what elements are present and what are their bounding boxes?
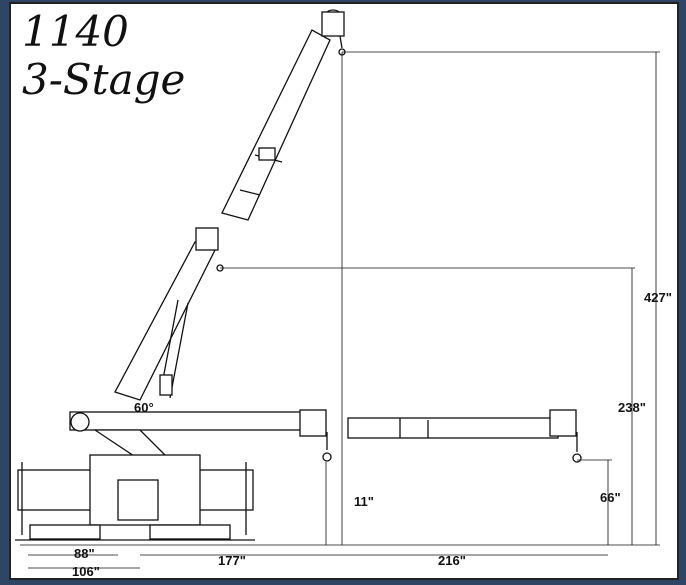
label-boom-angle: 60° [134, 400, 154, 415]
upper-boom [221, 9, 346, 221]
mid-boom [114, 227, 224, 401]
label-88: 88" [74, 546, 95, 561]
extended-boom [347, 409, 582, 463]
title-model: 1140 [22, 7, 129, 56]
label-216: 216" [438, 553, 466, 568]
crane-base [15, 454, 255, 541]
label-106: 106" [72, 564, 100, 579]
title-stage: 3-Stage [22, 55, 186, 104]
horizontal-boom [69, 409, 332, 462]
label-max-height: 427" [644, 290, 672, 305]
label-177: 177" [218, 553, 246, 568]
label-offset: 11" [354, 494, 374, 509]
label-mid-height: 238" [618, 400, 646, 415]
label-hook-height: 66" [600, 490, 621, 505]
